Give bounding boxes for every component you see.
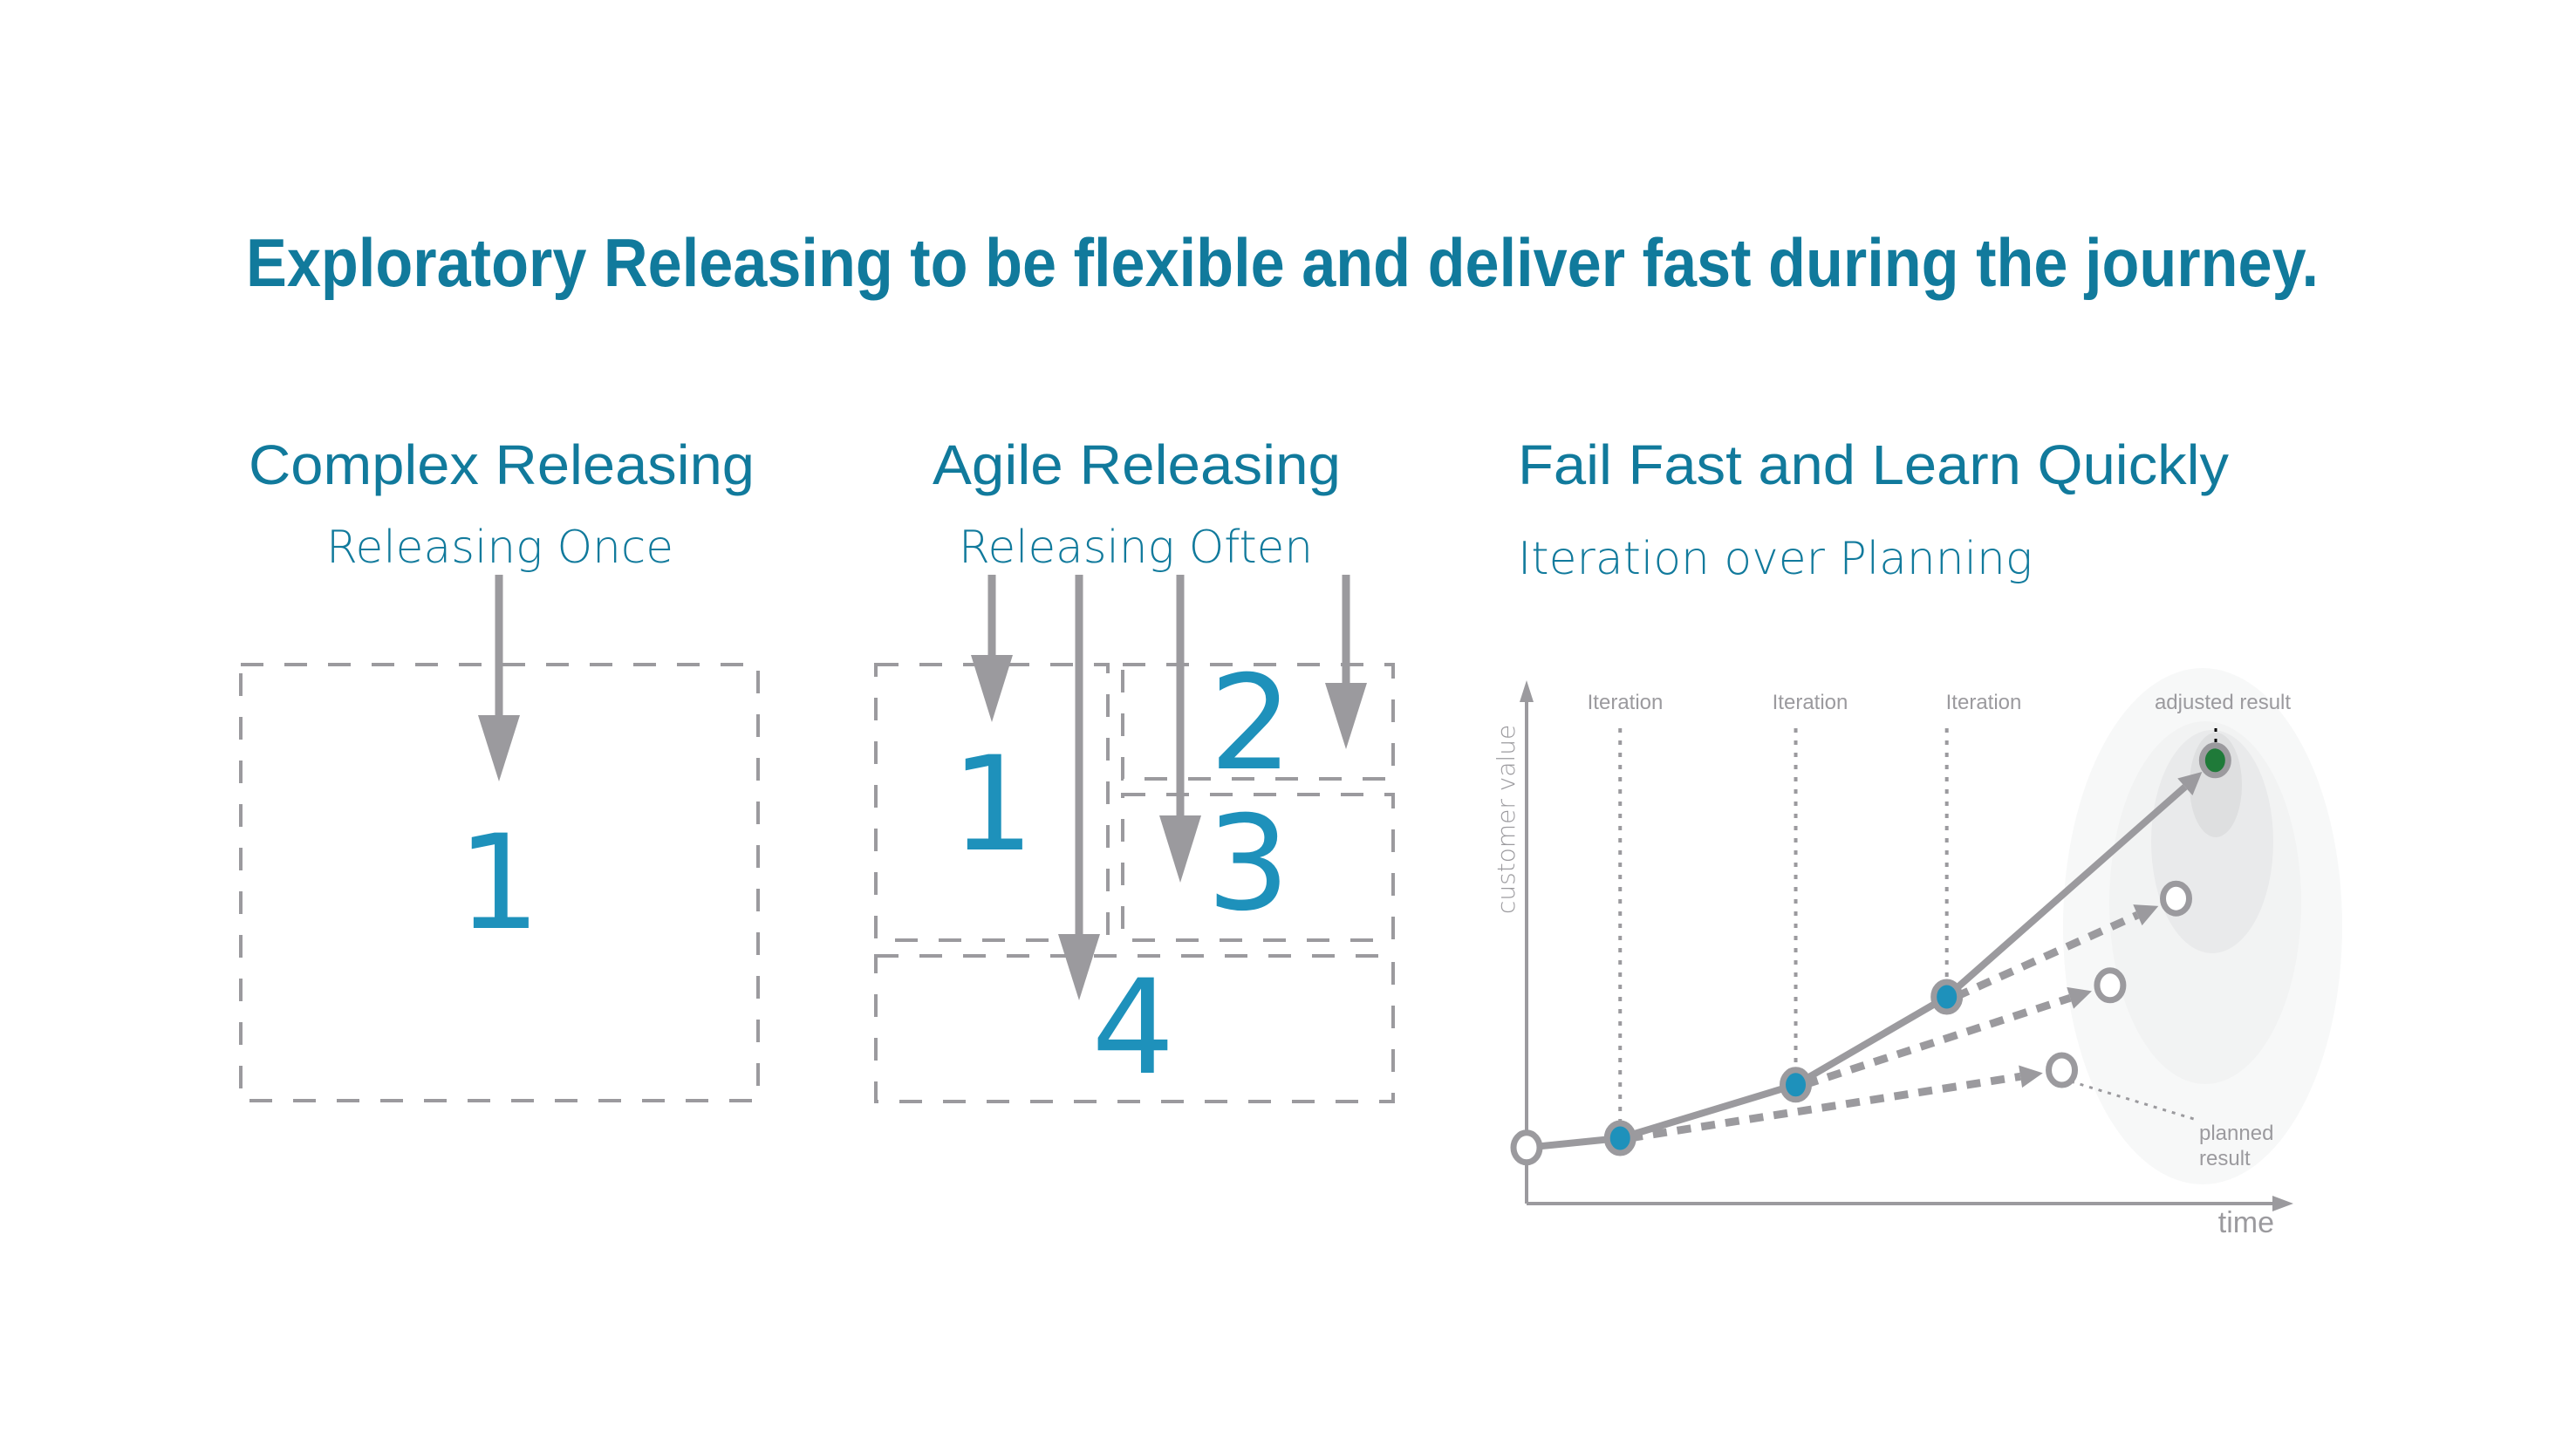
planned-arrow-head-icon: [2133, 904, 2159, 926]
iteration-point: [1930, 979, 1964, 1015]
planned-projection-line: [1628, 1072, 2021, 1143]
agile-releasing-section: Agile Releasing Releasing Often 1 2 3 4: [874, 433, 1395, 1104]
release-box-2: [1121, 663, 1395, 781]
release-box-3: [1121, 793, 1395, 942]
iteration-label: Iteration: [1773, 691, 1848, 714]
start-point: [1510, 1129, 1543, 1166]
release-arrow-icon: [1325, 575, 1367, 749]
release-box-1: [874, 663, 1110, 942]
adjusted-result-line: [1944, 784, 2188, 1000]
planned-result-point: [2160, 880, 2193, 917]
fail-fast-subheading: Iteration over Planning: [1518, 533, 2033, 585]
release-arrow-icon: [478, 575, 520, 781]
release-box-4: [874, 954, 1395, 1103]
iteration-point: [1780, 1067, 1813, 1103]
complex-releasing-section: Complex Releasing Releasing Once 1: [239, 433, 760, 1102]
planned-result-point: [2094, 967, 2127, 1004]
planned-projection-line: [1953, 911, 2140, 1001]
x-axis-label: time: [2218, 1206, 2274, 1239]
release-number: 1: [951, 729, 1034, 881]
y-axis-label: customer value: [1492, 725, 1520, 914]
adjusted-result-point: [2198, 742, 2231, 779]
planned-arrow-head-icon: [2067, 986, 2092, 1009]
iteration-label: Iteration: [1588, 691, 1664, 714]
agile-releasing-subheading: Releasing Often: [959, 522, 1313, 574]
complex-releasing-subheading: Releasing Once: [326, 522, 673, 574]
iteration-label: Iteration: [1946, 691, 2022, 714]
actual-progress-line: [1794, 993, 1949, 1088]
x-axis-arrow-icon: [2272, 1196, 2293, 1211]
planned-arrow-head-icon: [2019, 1065, 2043, 1088]
customer-value-chart: customer value time Iteration Iteration …: [1492, 668, 2342, 1239]
planned-result-label: planned: [2199, 1122, 2273, 1145]
planned-projection-line: [1803, 993, 2072, 1089]
agile-releasing-heading: Agile Releasing: [933, 433, 1341, 496]
planned-result-label: result: [2199, 1147, 2251, 1170]
fail-fast-section: Fail Fast and Learn Quickly Iteration ov…: [1492, 433, 2342, 1239]
release-arrow-icon: [1058, 575, 1100, 1000]
planned-result-leader: [2070, 1080, 2195, 1121]
release-number: 1: [457, 808, 540, 959]
fail-fast-heading: Fail Fast and Learn Quickly: [1518, 433, 2229, 496]
y-axis-arrow-icon: [1520, 680, 1534, 702]
planned-result-point: [2046, 1052, 2079, 1088]
adjusted-arrow-head-icon: [2177, 772, 2203, 795]
release-number: 4: [1091, 952, 1174, 1104]
adjusted-result-label: adjusted result: [2155, 691, 2291, 714]
iteration-point: [1603, 1120, 1636, 1156]
release-arrow-icon: [971, 575, 1013, 722]
release-number: 3: [1206, 788, 1289, 940]
release-number: 2: [1209, 648, 1292, 800]
complex-releasing-heading: Complex Releasing: [249, 433, 755, 496]
release-arrow-icon: [1159, 575, 1201, 883]
actual-progress-line: [1619, 1081, 1797, 1142]
page-title: Exploratory Releasing to be flexible and…: [246, 224, 2319, 301]
